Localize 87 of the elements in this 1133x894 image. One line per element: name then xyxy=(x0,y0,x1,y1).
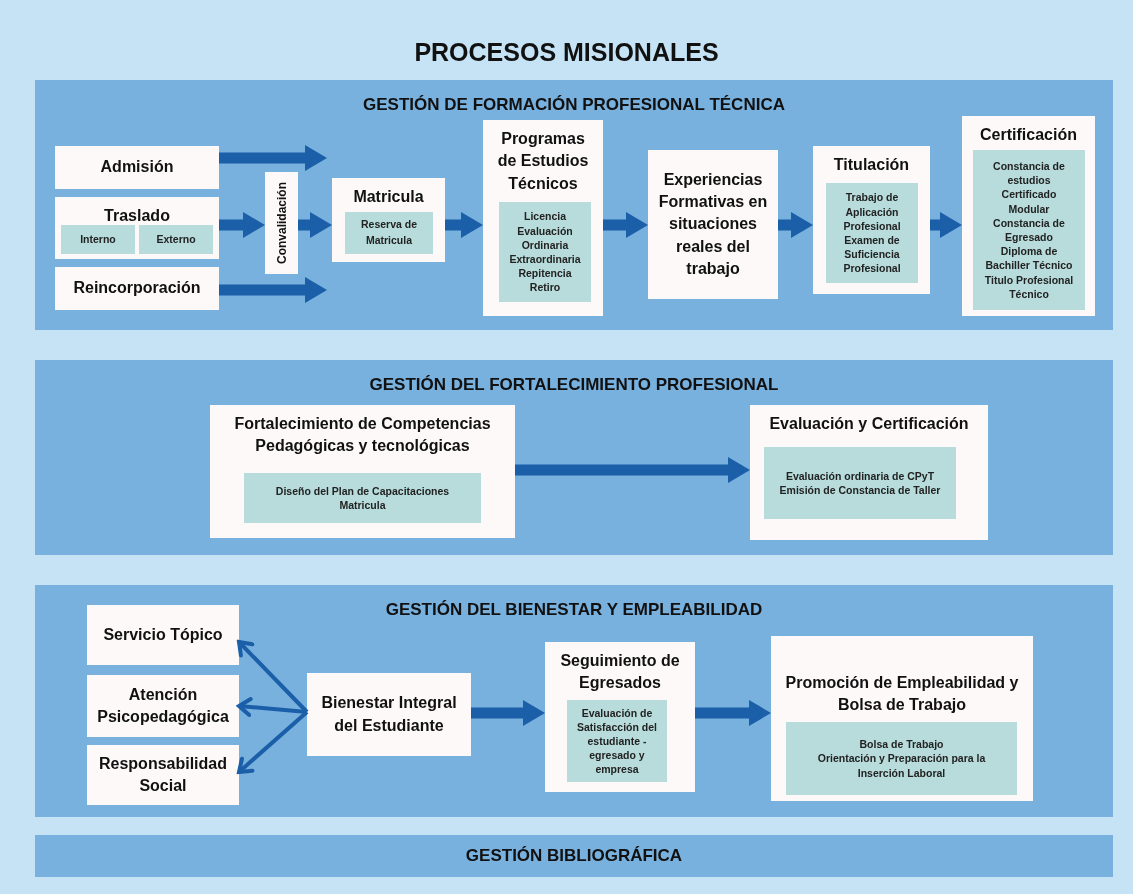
process-box xyxy=(87,675,239,737)
section-heading: GESTIÓN DEL FORTALECIMIENTO PROFESIONAL xyxy=(369,374,779,396)
section-band xyxy=(35,585,1113,817)
process-box xyxy=(545,642,695,792)
box-title: Admisión xyxy=(100,157,174,178)
detail-text: Emisión de Constancia de Taller xyxy=(778,483,942,498)
process-box xyxy=(210,405,515,538)
arrow xyxy=(695,700,771,726)
arrow xyxy=(237,640,309,714)
box-title: Titulación xyxy=(833,155,910,175)
box-title: Programas de Estudios Técnicos xyxy=(496,129,590,194)
detail-text: Orientación y Preparación para la Inserción Laboral xyxy=(816,751,987,780)
box-title: Experiencias Formativas en situaciones reales del trabajo xyxy=(657,169,769,280)
detail-box xyxy=(499,202,591,302)
section-heading: GESTIÓN DEL BIENESTAR Y EMPLEABILIDAD xyxy=(385,599,763,621)
detail-text: Licencia xyxy=(523,209,567,224)
box-title: Matricula xyxy=(353,187,424,207)
detail-text: Bolsa de Trabajo xyxy=(858,737,945,752)
process-box xyxy=(55,146,219,189)
detail-text: Examen de Suficiencia Profesional xyxy=(842,233,902,276)
detail-text: Evaluación ordinaria de CPyT xyxy=(784,468,936,483)
detail-text: Diploma de Bachiller Técnico xyxy=(984,244,1074,273)
arrow xyxy=(930,212,962,238)
detail-box xyxy=(826,183,918,283)
diagram-title: PROCESOS MISIONALES xyxy=(414,37,719,68)
arrow xyxy=(603,212,648,238)
detail-text: Externo xyxy=(156,231,196,247)
box-title: Certificación xyxy=(980,125,1077,145)
detail-box xyxy=(345,212,433,254)
box-title: Convalidación xyxy=(273,182,290,264)
process-box xyxy=(55,197,219,259)
detail-box xyxy=(973,150,1085,310)
section-heading: GESTIÓN DE FORMACIÓN PROFESIONAL TÉCNICA xyxy=(363,94,785,116)
detail-text: Reserva de Matricula xyxy=(359,217,418,248)
box-title: Seguimiento de Egresados xyxy=(559,651,681,694)
detail-box xyxy=(567,700,667,782)
arrow xyxy=(445,212,483,238)
process-box xyxy=(87,605,239,665)
section-heading: GESTIÓN BIBLIOGRÁFICA xyxy=(465,845,683,868)
arrow xyxy=(471,700,545,726)
detail-text: Repitencia xyxy=(517,266,573,281)
arrow xyxy=(778,212,813,238)
arrow xyxy=(298,212,332,238)
box-title: Atención Psicopedagógica xyxy=(96,684,230,727)
arrow xyxy=(219,212,265,238)
box-title: Servicio Tópico xyxy=(103,624,223,645)
detail-text: Trabajo de Aplicación Profesional xyxy=(842,190,902,233)
section-band xyxy=(35,360,1113,555)
detail-box xyxy=(786,722,1017,795)
detail-text: Interno xyxy=(80,231,116,247)
process-box xyxy=(265,172,298,274)
section-band xyxy=(35,80,1113,330)
process-box xyxy=(87,745,239,805)
arrow xyxy=(219,277,327,303)
box-title: Evaluación y Certificación xyxy=(769,414,969,434)
box-title: Promoción de Empleabilidad y Bolsa de Trabajo xyxy=(784,673,1020,716)
arrow xyxy=(515,457,750,483)
detail-box xyxy=(244,473,481,523)
detail-text: Evaluación de Satisfacción del estudiante - egresado y empresa xyxy=(576,705,658,777)
detail-text: Constancia de estudios xyxy=(992,159,1066,188)
box-title: Bienestar Integral del Estudiante xyxy=(320,693,458,736)
detail-text: Constancia de Egresado xyxy=(992,215,1066,245)
detail-box xyxy=(139,225,213,254)
process-box xyxy=(648,150,778,299)
arrow xyxy=(237,710,309,774)
detail-box xyxy=(764,447,956,519)
process-box xyxy=(55,267,219,310)
box-title: Fortalecimiento de Competencias Pedagógicas y tecnológicas xyxy=(233,414,492,457)
box-title: Traslado xyxy=(104,206,170,226)
detail-text: Titulo Profesional Técnico xyxy=(983,272,1075,301)
detail-text: Diseño del Plan de Capacitaciones xyxy=(274,483,451,498)
box-title: Reincorporación xyxy=(73,278,201,299)
process-box xyxy=(332,178,445,262)
arrow xyxy=(219,145,327,171)
detail-text: Certificado Modular xyxy=(1000,187,1058,216)
process-box xyxy=(750,405,988,540)
section-band xyxy=(35,835,1113,877)
detail-text: Matricula xyxy=(338,498,387,513)
process-box xyxy=(483,120,603,316)
detail-text: Evaluación Ordinaria Extraordinaria xyxy=(508,223,582,267)
process-box xyxy=(962,116,1095,316)
detail-box xyxy=(61,225,135,254)
process-box xyxy=(771,636,1033,801)
process-box xyxy=(813,146,930,294)
detail-text: Retiro xyxy=(528,280,562,295)
box-title: Responsabilidad Social xyxy=(98,753,228,796)
process-box xyxy=(307,673,471,756)
